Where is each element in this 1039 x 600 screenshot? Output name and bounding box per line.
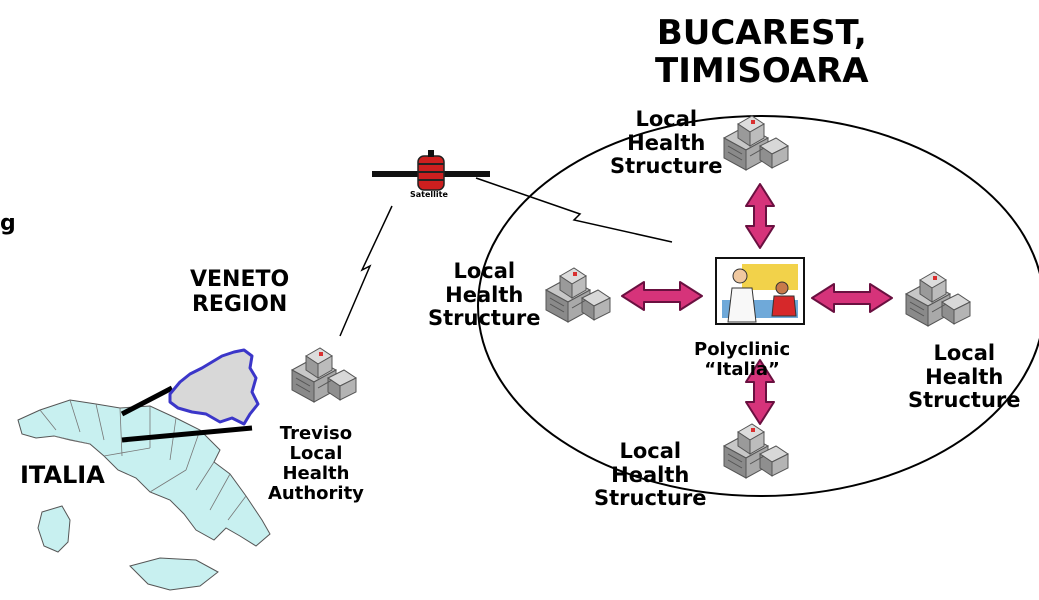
italia-label: ITALIA (20, 461, 105, 489)
veneto-connector-lower (121, 425, 253, 443)
treviso-line-1: Treviso (279, 423, 353, 444)
veneto-region-shape (168, 348, 260, 426)
structure-bottom-line-2: Health (611, 462, 690, 487)
veneto-line-1: VENETO (190, 267, 290, 292)
arrow-to-top-structure (745, 183, 775, 249)
structure-bottom-line-1: Local (619, 439, 682, 463)
polyclinic-label: Polyclinic “Italia” (694, 339, 791, 381)
veneto-region-label: VENETO REGION (190, 267, 290, 317)
satellite-link-left (339, 205, 393, 337)
treviso-label: Treviso Local Health Authority (268, 423, 364, 505)
structure-bottom-line-3: Structure (594, 486, 707, 511)
diagram-title: BUCAREST, TIMISOARA (655, 14, 869, 90)
local-structure-left-label: Local Health Structure (428, 259, 541, 331)
veneto-connector-upper (120, 385, 174, 417)
satellite-label: Satellite (410, 190, 448, 199)
treviso-line-4: Authority (268, 483, 364, 505)
structure-left-line-3: Structure (428, 306, 541, 331)
structure-right-line-3: Structure (908, 388, 1021, 413)
polyclinic-line-1: Polyclinic (694, 339, 791, 360)
italy-map (17, 399, 271, 591)
arrow-to-left-structure (621, 281, 703, 311)
treviso-line-3: Health (282, 463, 350, 485)
cut-off-text: g (0, 211, 16, 236)
structure-top-line-2: Health (627, 130, 706, 155)
polyclinic-image (715, 257, 805, 325)
city-ellipse (477, 115, 1039, 497)
arrow-to-right-structure (811, 283, 893, 313)
structure-top-line-1: Local (635, 107, 698, 131)
satellite-link-right (475, 177, 673, 243)
structure-left-line-1: Local (453, 259, 516, 283)
title-line-1: BUCAREST, (656, 13, 867, 53)
local-structure-right-label: Local Health Structure (908, 341, 1021, 413)
local-structure-left-icon (545, 267, 611, 323)
veneto-line-2: REGION (191, 291, 288, 317)
polyclinic-line-2: “Italia” (704, 359, 780, 381)
structure-right-line-1: Local (933, 341, 996, 365)
local-structure-bottom-label: Local Health Structure (594, 439, 707, 511)
satellite-icon (372, 150, 490, 191)
title-line-2: TIMISOARA (655, 51, 869, 92)
structure-right-line-2: Health (925, 364, 1004, 389)
treviso-line-2: Local (289, 443, 343, 465)
local-structure-bottom-icon (723, 423, 789, 479)
structure-left-line-2: Health (445, 282, 524, 307)
local-structure-top-label: Local Health Structure (610, 107, 723, 179)
local-structure-top-icon (723, 115, 789, 171)
treviso-building-icon (291, 347, 357, 403)
structure-top-line-3: Structure (610, 154, 723, 179)
local-structure-right-icon (905, 271, 971, 327)
